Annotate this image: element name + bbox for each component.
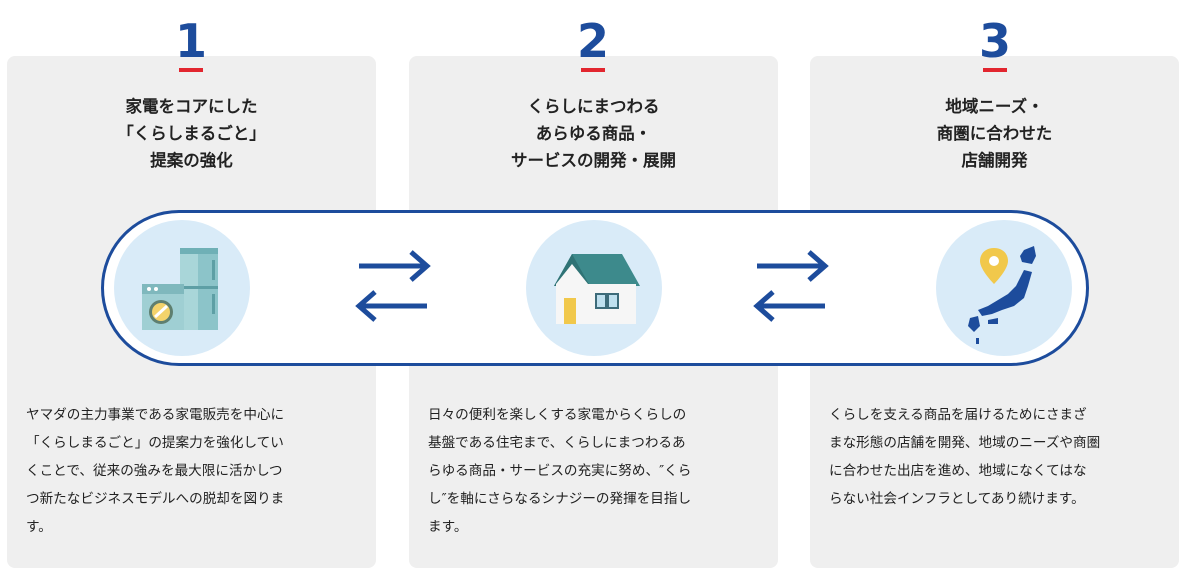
- step-number-2: 2: [576, 14, 609, 68]
- description-line: す。: [26, 519, 52, 535]
- step-title-line: 商圏に合わせた: [936, 124, 1053, 143]
- description-line: らゆる商品・サービスの充実に努め、″くら: [428, 463, 692, 479]
- description-line: し″を軸にさらなるシナジーの発揮を目指し: [428, 491, 692, 507]
- step-number-1: 1: [174, 14, 207, 68]
- step-title-2: くらしにまつわる あらゆる商品・ サービスの開発・展開: [409, 93, 778, 174]
- step-title-line: 「くらしまるごと」: [117, 124, 266, 143]
- step-number-underline-2: [581, 68, 605, 72]
- description-line: 「くらしまるごと」の提案力を強化してい: [26, 435, 284, 451]
- step-title-line: 提案の強化: [150, 151, 233, 170]
- japan-map-pin-icon: [936, 220, 1072, 356]
- description-line: 日々の便利を楽しくする家電からくらしの: [428, 407, 687, 423]
- description-line: くらしを支える商品を届けるためにさまざ: [829, 407, 1087, 423]
- bidirectional-arrows-icon: [355, 250, 431, 322]
- step-description-3: くらしを支える商品を届けるためにさまざ まな形態の店舗を開発、地域のニーズや商圏…: [829, 401, 1159, 513]
- description-line: まな形態の店舗を開発、地域のニーズや商圏: [829, 435, 1101, 451]
- step-title-line: 地域ニーズ・: [945, 97, 1044, 116]
- step-number-underline-1: [179, 68, 203, 72]
- description-line: に合わせた出店を進め、地域になくてはな: [829, 463, 1087, 479]
- step-title-line: サービスの開発・展開: [511, 151, 676, 170]
- step-description-2: 日々の便利を楽しくする家電からくらしの 基盤である住宅まで、くらしにまつわるあ …: [428, 401, 758, 541]
- step-title-3: 地域ニーズ・ 商圏に合わせた 店舗開発: [810, 93, 1179, 174]
- appliances-icon: [114, 220, 250, 356]
- step-title-line: 家電をコアにした: [125, 97, 258, 116]
- description-line: 基盤である住宅まで、くらしにまつわるあ: [428, 435, 686, 451]
- description-line: つ新たなビジネスモデルへの脱却を図りま: [26, 491, 285, 507]
- step-number-3: 3: [978, 14, 1011, 68]
- bidirectional-arrows-icon: [753, 250, 829, 322]
- description-line: ヤマダの主力事業である家電販売を中心に: [26, 407, 285, 423]
- step-description-1: ヤマダの主力事業である家電販売を中心に 「くらしまるごと」の提案力を強化してい …: [26, 401, 356, 541]
- step-title-line: くらしにまつわる: [527, 97, 660, 116]
- description-line: ます。: [428, 519, 468, 535]
- step-title-line: あらゆる商品・: [535, 124, 652, 143]
- step-title-1: 家電をコアにした 「くらしまるごと」 提案の強化: [7, 93, 376, 174]
- description-line: くことで、従来の強みを最大限に活かしつ: [26, 463, 283, 479]
- step-title-line: 店舗開発: [961, 151, 1028, 170]
- description-line: らない社会インフラとしてあり続けます。: [829, 491, 1085, 507]
- step-number-underline-3: [983, 68, 1007, 72]
- house-icon: [526, 220, 662, 356]
